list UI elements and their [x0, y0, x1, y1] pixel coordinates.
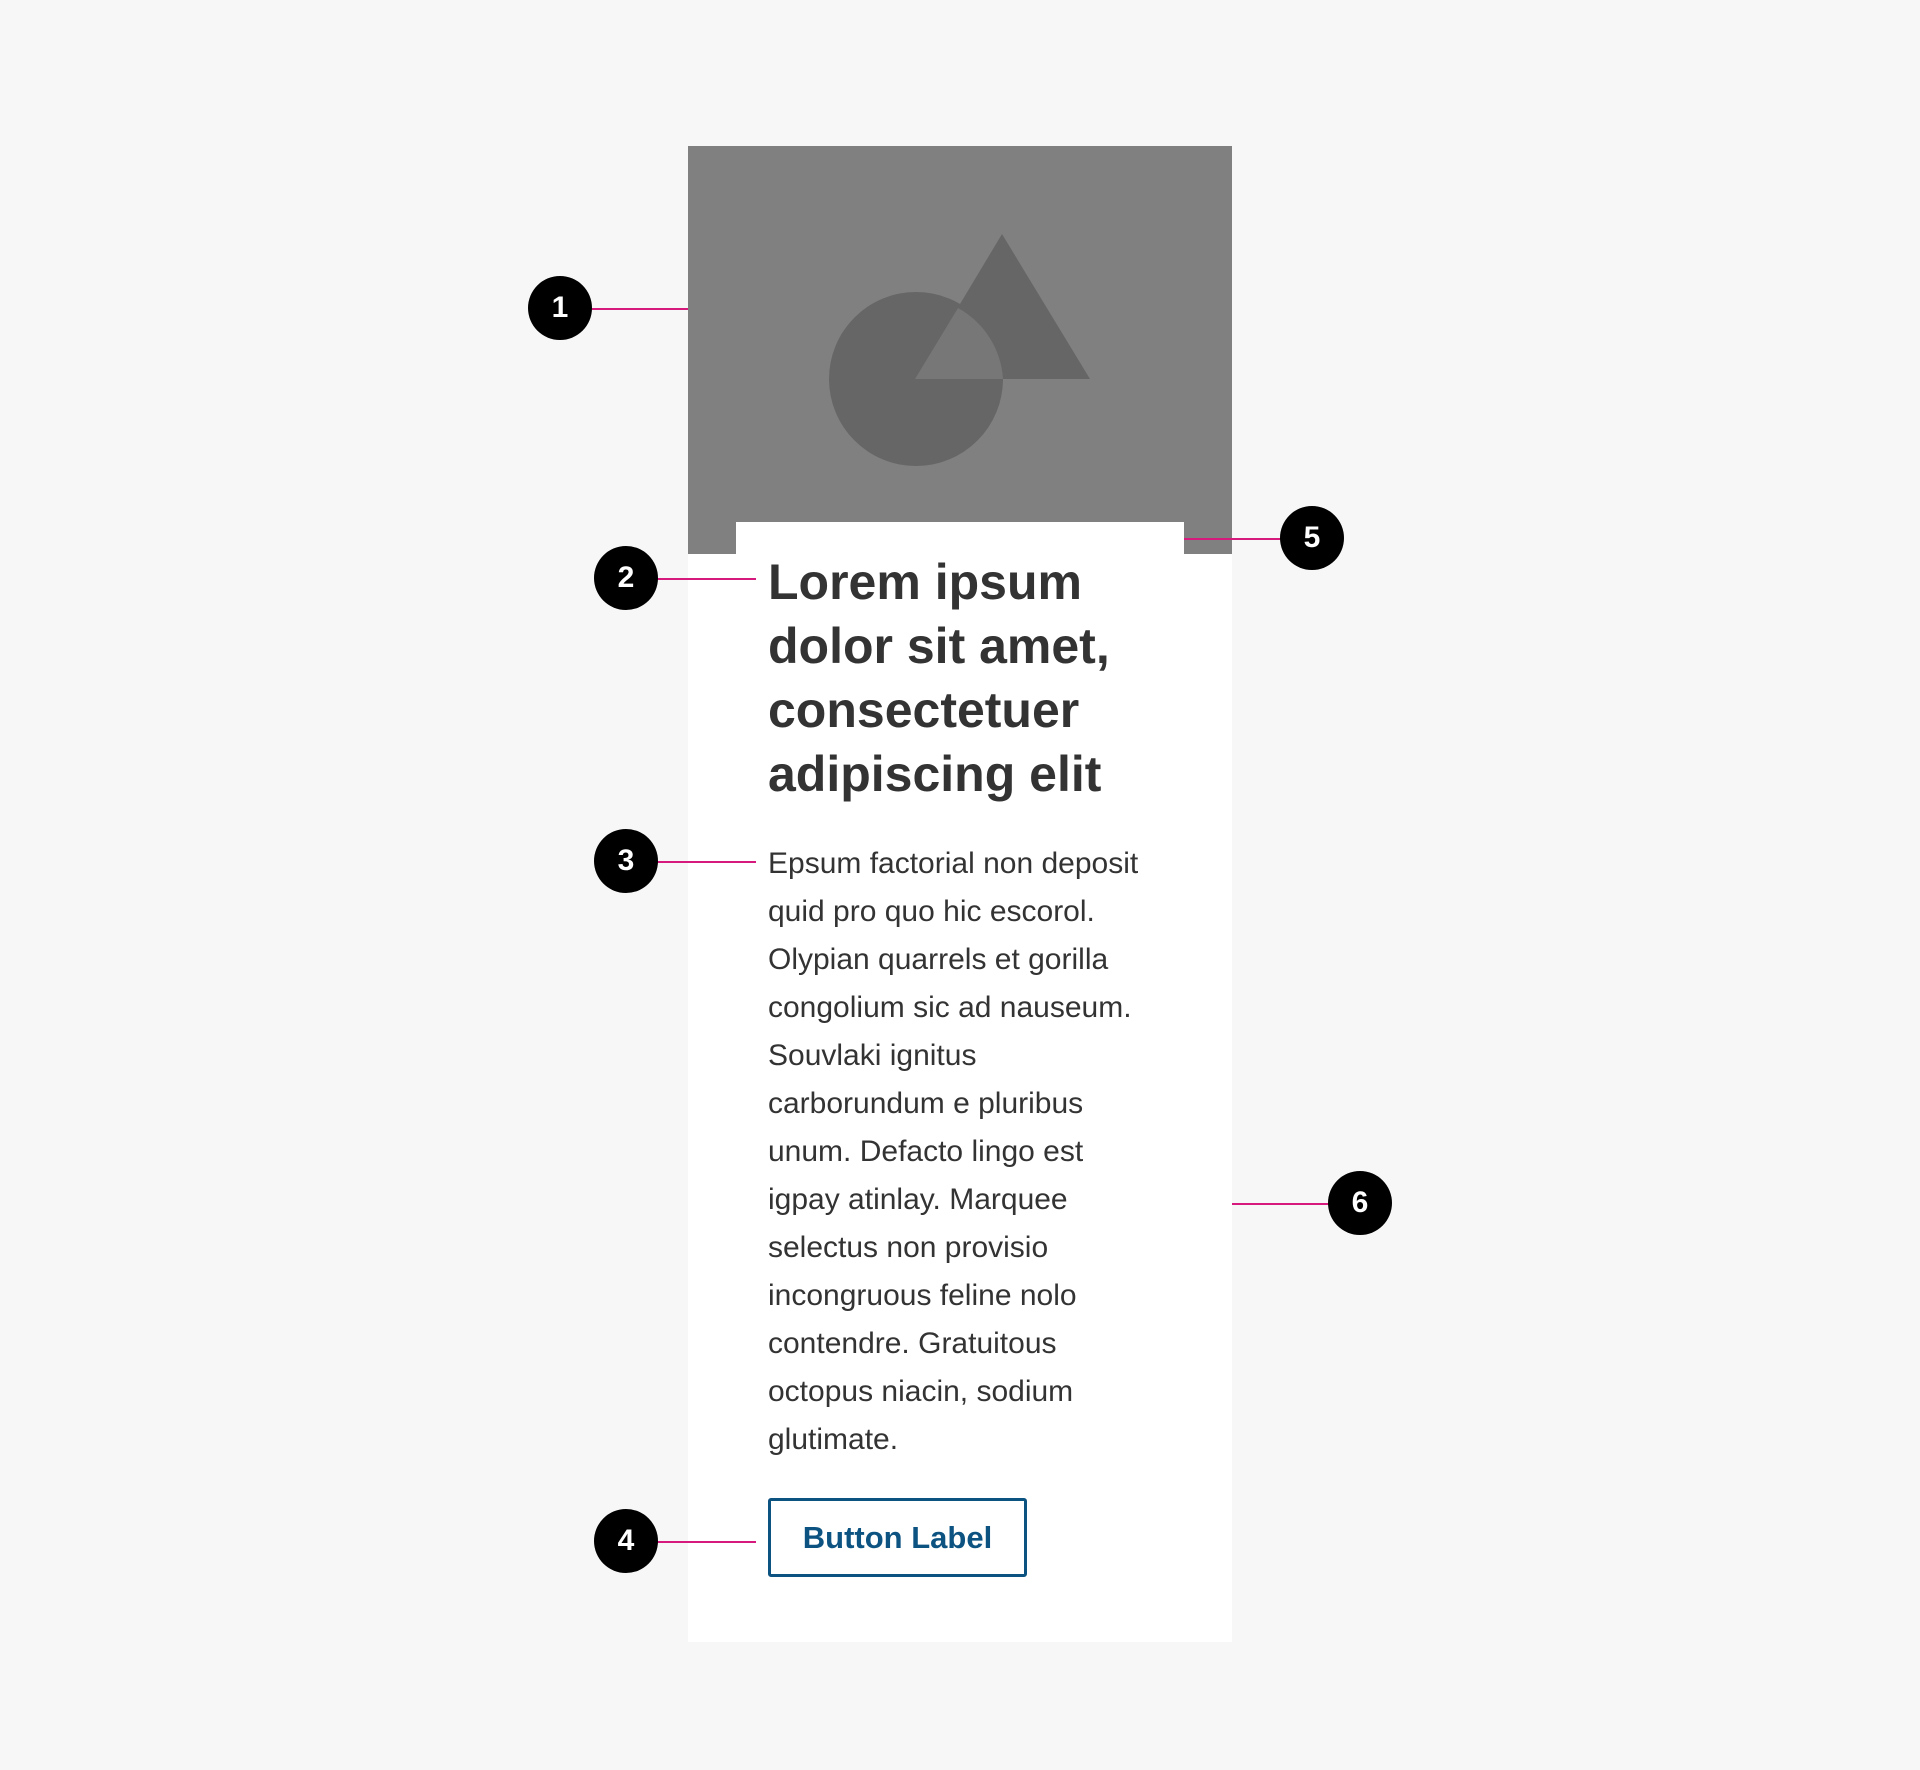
card-body-text: Epsum factorial non deposit quid pro quo… — [768, 847, 1139, 1456]
callout-badge-5: 5 — [1280, 506, 1344, 570]
callout-leader-3 — [656, 861, 756, 863]
card-button[interactable]: Button Label — [768, 1498, 1027, 1577]
callout-badge-2: 2 — [594, 546, 658, 610]
image-placeholder-icon — [829, 234, 1090, 466]
callout-badge-6: 6 — [1328, 1171, 1392, 1235]
callout-leader-5 — [1184, 538, 1282, 540]
callout-badge-4: 4 — [594, 1509, 658, 1573]
image-placeholder — [688, 146, 1232, 554]
callout-leader-1 — [592, 308, 688, 310]
callout-badge-1: 1 — [528, 276, 592, 340]
callout-leader-4 — [656, 1541, 756, 1543]
card-content-area — [736, 522, 1184, 556]
callout-leader-2 — [656, 578, 756, 580]
card-headline: Lorem ipsum dolor sit amet, consectetuer… — [768, 554, 1110, 802]
callout-leader-6 — [1232, 1203, 1330, 1205]
card-container — [688, 554, 1232, 1642]
callout-badge-3: 3 — [594, 829, 658, 893]
